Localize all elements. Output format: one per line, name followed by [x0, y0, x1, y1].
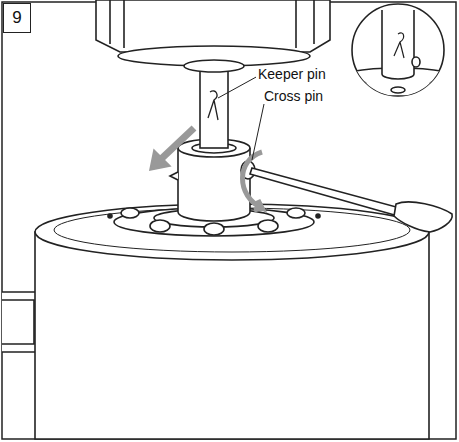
part-label: Keeper pin [256, 66, 328, 82]
keeper-pin [208, 91, 218, 120]
screwdriver-handle [394, 202, 452, 232]
move-arrowhead [150, 150, 170, 170]
move-arrow [160, 128, 194, 160]
part-label: Cross pin [262, 88, 325, 104]
hole [316, 214, 320, 218]
bolt [121, 208, 139, 218]
screwdriver-shaft [250, 168, 400, 216]
canopy-body [35, 232, 429, 439]
step-number: 9 [12, 8, 21, 28]
step-number-box: 9 [3, 3, 31, 33]
bolt [258, 220, 278, 232]
bolt [204, 223, 224, 235]
collar [178, 148, 250, 221]
inset-detail [328, 10, 459, 96]
leader-line [218, 76, 258, 98]
hole [108, 214, 112, 218]
rod-coupler [184, 60, 244, 72]
down-rod [200, 64, 228, 148]
leader-line [252, 104, 264, 160]
frame [2, 2, 456, 439]
rotate-arrow [243, 152, 263, 210]
motor-housing [96, 0, 330, 52]
bolt [287, 208, 305, 218]
bolt [150, 220, 170, 232]
cross-pin-end [170, 172, 178, 180]
bracket-inner [2, 300, 34, 344]
housing-ribs [110, 0, 314, 48]
